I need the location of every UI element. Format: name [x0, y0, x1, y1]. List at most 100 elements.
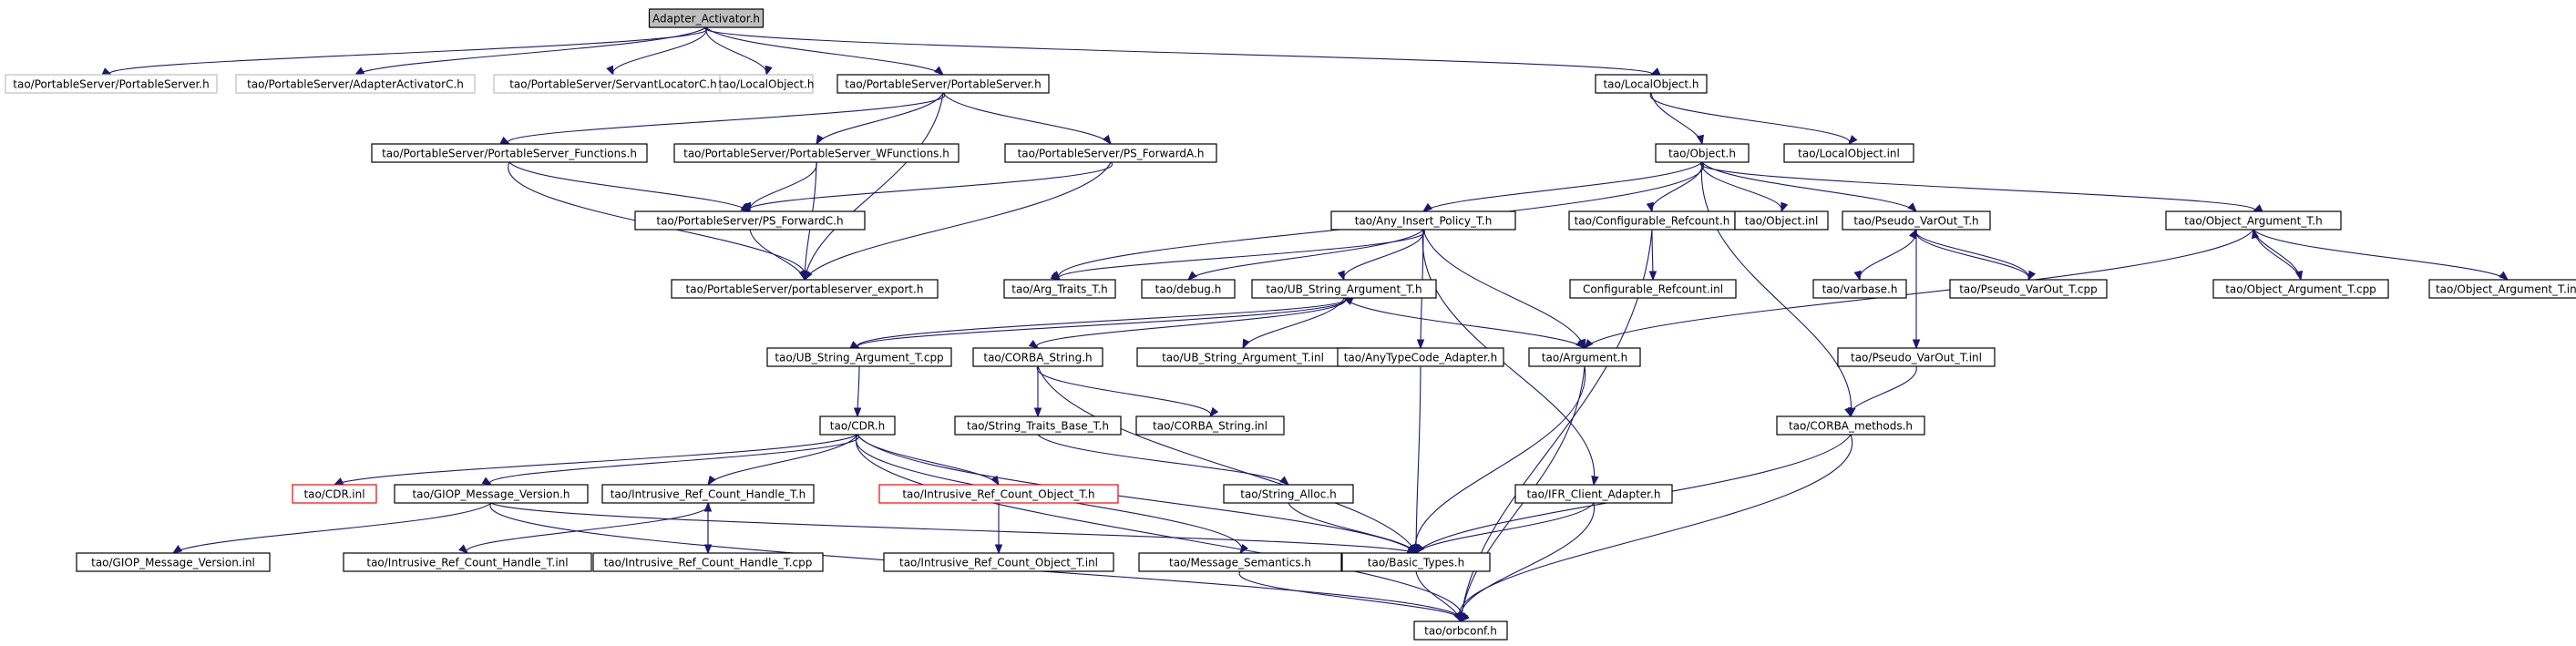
- node-dbg[interactable]: tao/debug.h: [1141, 279, 1236, 299]
- node-label-tao-ifr-client-adapter-h: tao/IFR_Client_Adapter.h: [1527, 488, 1661, 501]
- node-label-tao-any-insert-policy-t-h: tao/Any_Insert_Policy_T.h: [1355, 215, 1493, 228]
- node-arg[interactable]: tao/Arg_Traits_T.h: [1003, 279, 1116, 299]
- node-label-tao-intrusive-ref-count-object-t-h: tao/Intrusive_Ref_Count_Object_T.h: [902, 488, 1094, 501]
- arrowhead-icon: [1415, 543, 1425, 555]
- node-ifr[interactable]: tao/IFR_Client_Adapter.h: [1514, 484, 1673, 504]
- node-irco[interactable]: tao/Intrusive_Ref_Count_Object_T.h: [878, 484, 1119, 504]
- edge-psfc-to-pse: [749, 229, 806, 282]
- node-giop[interactable]: tao/GIOP_Message_Version.h: [394, 484, 589, 504]
- edge-cdr-to-giop: [481, 434, 860, 486]
- node-pvoinl[interactable]: tao/Pseudo_VarOut_T.inl: [1837, 347, 1996, 367]
- arrowhead-icon: [1337, 270, 1345, 282]
- edge-cdr-to-irch: [707, 434, 858, 487]
- node-irchinl[interactable]: tao/Intrusive_Ref_Count_Handle_T.inl: [343, 552, 592, 572]
- node-objinl[interactable]: tao/Object.inl: [1734, 210, 1829, 231]
- node-lo[interactable]: tao/LocalObject.h: [1595, 74, 1708, 94]
- node-box: [766, 347, 952, 367]
- node-oa[interactable]: tao/Object_Argument_T.h: [2165, 210, 2342, 231]
- arrowhead-icon: [765, 65, 773, 77]
- node-irchcpp[interactable]: tao/Intrusive_Ref_Count_Handle_T.cpp: [592, 552, 824, 572]
- node-argh[interactable]: tao/Argument.h: [1528, 347, 1641, 367]
- node-csinl[interactable]: tao/CORBA_String.inl: [1135, 415, 1285, 436]
- edge-argh-to-bt: [1410, 365, 1586, 555]
- node-label-tao-portableserver-ps-forwardc-h: tao/PortableServer/PS_ForwardC.h: [656, 215, 843, 228]
- node-orb[interactable]: tao/orbconf.h: [1413, 620, 1508, 641]
- node-giopinl[interactable]: tao/GIOP_Message_Version.inl: [76, 552, 271, 572]
- node-sa[interactable]: tao/String_Alloc.h: [1223, 484, 1354, 504]
- node-label-tao-corba-methods-h: tao/CORBA_methods.h: [1789, 420, 1913, 433]
- edge-lo-to-loinl: [1649, 92, 1858, 146]
- node-cdrinl[interactable]: tao/CDR.inl: [292, 484, 377, 504]
- node-psf[interactable]: tao/PortableServer/PortableServer_Functi…: [371, 143, 648, 163]
- arrowhead-icon: [1102, 134, 1112, 146]
- node-label-tao-portableserver-ps-forwarda-h: tao/PortableServer/PS_ForwardA.h: [1018, 148, 1205, 160]
- node-cfginl[interactable]: Configurable_Refcount.inl: [1569, 279, 1737, 299]
- node-ubsinl[interactable]: tao/UB_String_Argument_T.inl: [1136, 347, 1350, 367]
- node-label-configurable-refcount-inl: Configurable_Refcount.inl: [1583, 283, 1723, 296]
- node-box: [878, 484, 1119, 504]
- node-label-tao-message-semantics-h: tao/Message_Semantics.h: [1169, 557, 1311, 569]
- arrowhead-icon: [1279, 476, 1290, 486]
- arrowhead-icon: [1050, 272, 1062, 281]
- node-vb[interactable]: tao/varbase.h: [1812, 279, 1907, 299]
- node-cdr[interactable]: tao/CDR.h: [819, 415, 896, 436]
- node-box: [1837, 347, 1996, 367]
- arrowhead-icon: [1242, 338, 1250, 350]
- node-box: [1776, 415, 1925, 436]
- node-label-tao-localobject-h: tao/LocalObject.h: [1603, 78, 1699, 91]
- arrowhead-icon: [990, 475, 1000, 487]
- node-box: [1783, 143, 1914, 163]
- node-stb[interactable]: tao/String_Traits_Base_T.h: [954, 415, 1122, 436]
- node-box: [1330, 210, 1516, 231]
- arrowhead-icon: [1186, 271, 1197, 281]
- node-bt[interactable]: tao/Basic_Types.h: [1341, 552, 1491, 572]
- node-label-tao-intrusive-ref-count-handle-t-cpp: tao/Intrusive_Ref_Count_Handle_T.cpp: [604, 557, 813, 569]
- node-box: [1341, 552, 1491, 572]
- node-ps[interactable]: tao/PortableServer/PortableServer.h: [836, 74, 1050, 94]
- arrowhead-icon: [1416, 339, 1425, 350]
- node-loinl[interactable]: tao/LocalObject.inl: [1783, 143, 1914, 163]
- node-box: [634, 210, 866, 231]
- edge-lo-to-obj: [1650, 92, 1705, 146]
- node-aip[interactable]: tao/Any_Insert_Policy_T.h: [1330, 210, 1516, 231]
- node-cs[interactable]: tao/CORBA_String.h: [972, 347, 1103, 367]
- edge-oacpp-to-oa: [2251, 228, 2302, 281]
- edge-ifr-to-bt: [1415, 502, 1595, 555]
- node-box: [343, 552, 592, 572]
- arrowhead-icon: [1696, 134, 1705, 146]
- edge-ps-to-pse: [802, 92, 944, 282]
- node-ircoinl[interactable]: tao/Intrusive_Ref_Count_Object_T.inl: [883, 552, 1114, 572]
- node-ubscpp[interactable]: tao/UB_String_Argument_T.cpp: [766, 347, 952, 367]
- node-irch[interactable]: tao/Intrusive_Ref_Count_Handle_T.h: [601, 484, 815, 504]
- node-pvocpp[interactable]: tao/Pseudo_VarOut_T.cpp: [1949, 279, 2108, 299]
- node-label-tao-pseudo-varout-t-h: tao/Pseudo_VarOut_T.h: [1853, 215, 1978, 228]
- node-ms[interactable]: tao/Message_Semantics.h: [1138, 552, 1342, 572]
- node-label-tao-pseudo-varout-t-inl: tao/Pseudo_VarOut_T.inl: [1851, 352, 1982, 364]
- node-ubs[interactable]: tao/UB_String_Argument_T.h: [1251, 279, 1437, 299]
- edge-cs-to-stb: [1033, 366, 1042, 418]
- node-box: [2212, 279, 2389, 299]
- node-obj[interactable]: tao/Object.h: [1655, 143, 1750, 163]
- node-cfg[interactable]: tao/Configurable_Refcount.h: [1568, 210, 1736, 231]
- arrowhead-icon: [703, 501, 713, 512]
- node-psw[interactable]: tao/PortableServer/PortableServer_WFunct…: [673, 143, 960, 163]
- node-oainl[interactable]: tao/Object_Argument_T.inl: [2428, 279, 2576, 299]
- node-box: [601, 484, 815, 504]
- arrowhead-icon: [481, 477, 493, 486]
- node-label-tao-ub-string-argument-t-h: tao/UB_String_Argument_T.h: [1266, 283, 1421, 296]
- node-pvo[interactable]: tao/Pseudo_VarOut_T.h: [1842, 210, 1991, 231]
- edge-ubs-to-cs: [1028, 297, 1346, 349]
- node-psfa[interactable]: tao/PortableServer/PS_ForwardA.h: [1004, 143, 1217, 163]
- node-pse[interactable]: tao/PortableServer/portableserver_export…: [671, 279, 939, 299]
- node-cm[interactable]: tao/CORBA_methods.h: [1776, 415, 1925, 436]
- node-oacpp[interactable]: tao/Object_Argument_T.cpp: [2212, 279, 2389, 299]
- node-label-tao-varbase-h: tao/varbase.h: [1822, 283, 1898, 296]
- node-label-tao-orbconf-h: tao/orbconf.h: [1424, 625, 1497, 638]
- node-label-tao-string-traits-base-t-h: tao/String_Traits_Base_T.h: [967, 420, 1109, 433]
- node-psfc[interactable]: tao/PortableServer/PS_ForwardC.h: [634, 210, 866, 231]
- node-atc[interactable]: tao/AnyTypeCode_Adapter.h: [1337, 347, 1504, 367]
- node-label-tao-object-argument-t-cpp: tao/Object_Argument_T.cpp: [2225, 283, 2376, 296]
- arrowhead-icon: [606, 65, 614, 77]
- node-label-tao-anytypecode-adapter-h: tao/AnyTypeCode_Adapter.h: [1344, 352, 1498, 364]
